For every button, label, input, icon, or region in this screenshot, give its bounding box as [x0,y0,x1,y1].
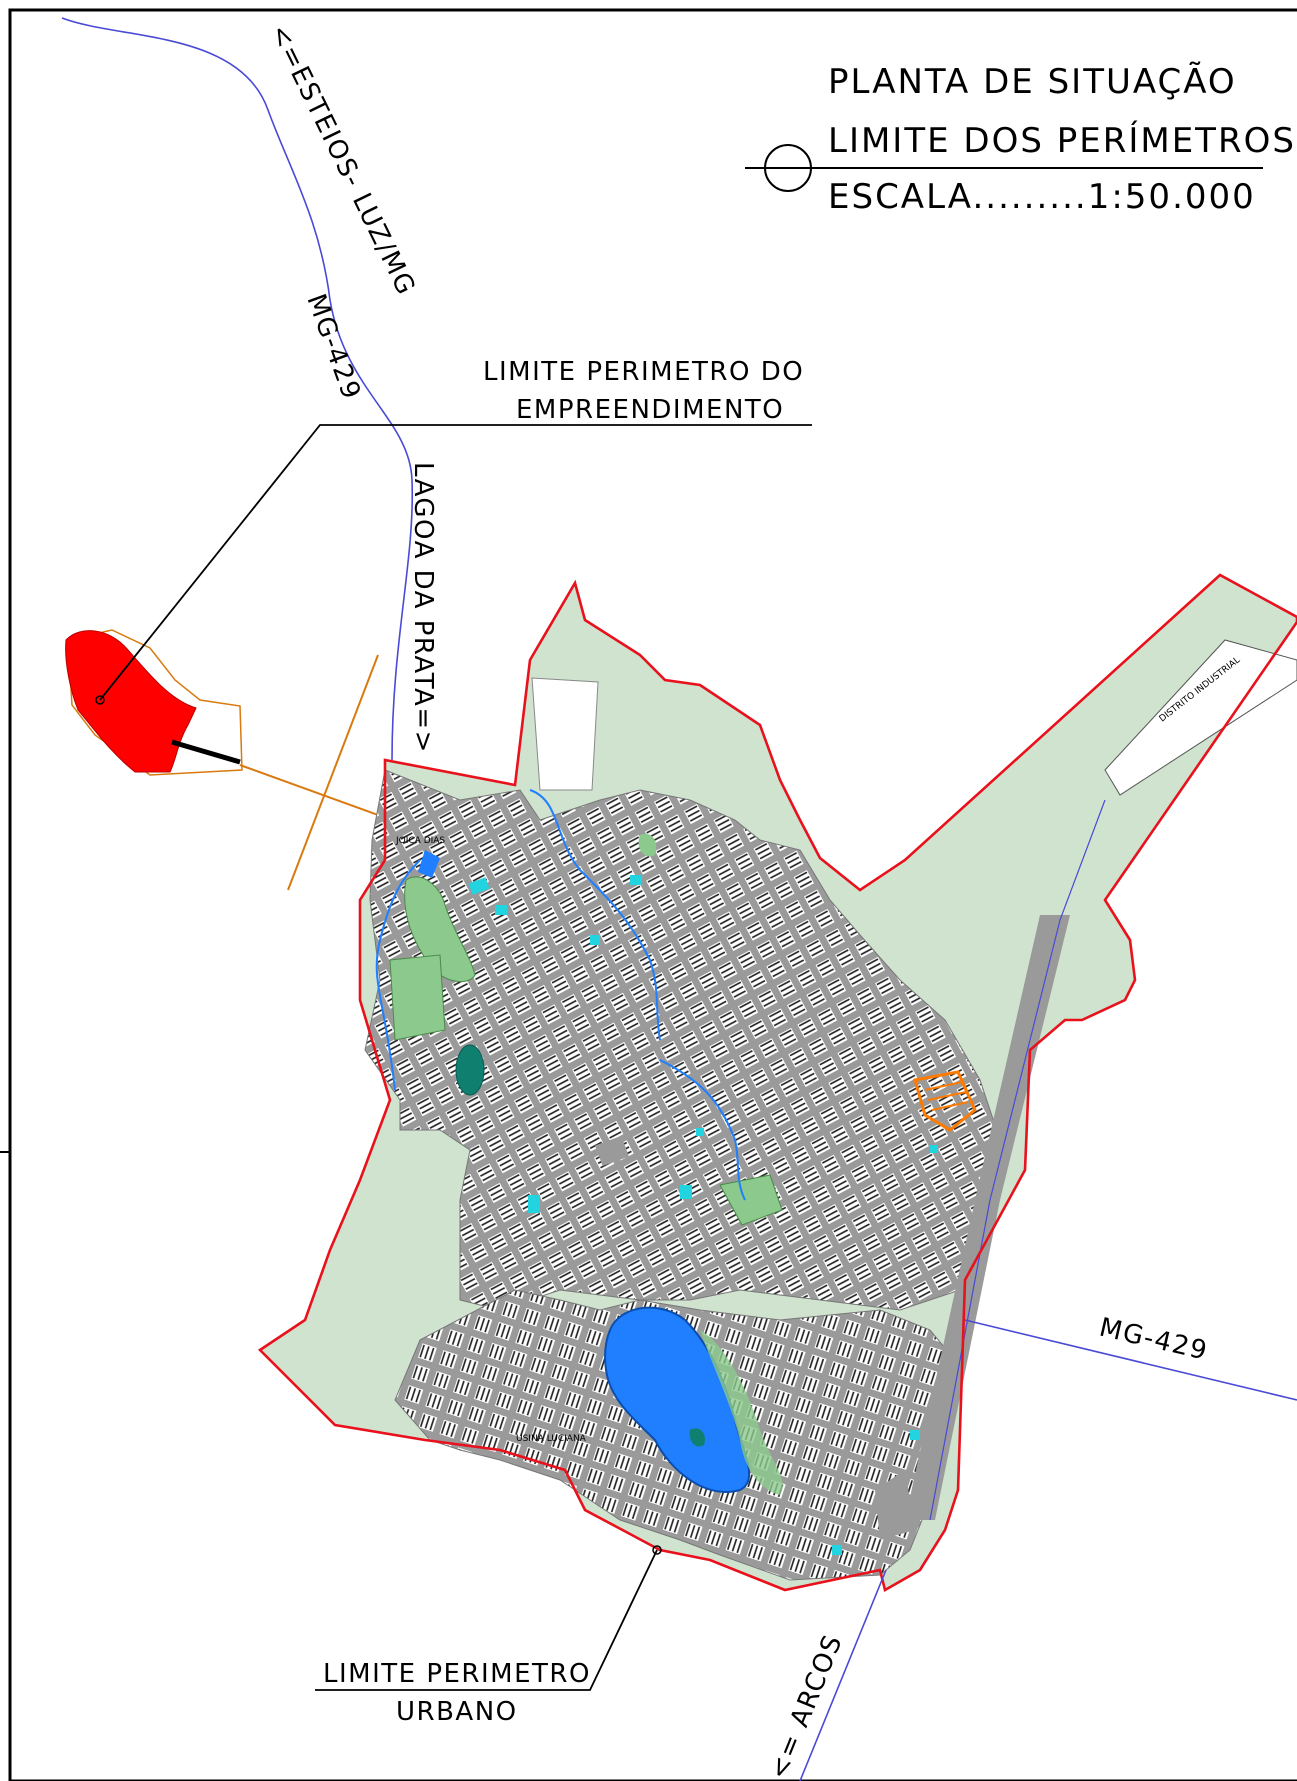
pond-west [455,1044,485,1096]
label-urbano-2: URBANO [396,1697,518,1727]
railway-line [929,799,1106,1521]
label-urbano-1: LIMITE PERIMETRO [323,1659,591,1689]
urban-perimeter [257,573,1297,1592]
urban-perimeter-marker [652,1545,662,1555]
label-road-north: <=ESTEIOS- LUZ/MG [264,20,421,301]
label-mg429-east: MG-429 [1096,1313,1211,1367]
empreendimento-leader [99,424,812,701]
title-line-1: PLANTA DE SITUAÇÃO [828,62,1237,102]
label-mg429-north: MG-429 [300,290,366,404]
access-road-cross [287,654,379,891]
label-usina: USINA LUCIANA [516,1434,587,1444]
road-east [964,1319,1297,1401]
feature-cyan-6 [680,1185,692,1199]
lake-main [604,1306,751,1493]
lake-shore-park [700,1330,783,1495]
feature-cyan-8 [832,1545,842,1555]
urban-perimeter-leader [315,1549,658,1691]
orange-subdivision [913,1070,977,1132]
empreendimento-road [171,739,241,765]
empreendimento-area [65,630,197,773]
road-south [799,1569,887,1781]
label-empreendimento-1: LIMITE PERIMETRO DO [483,357,804,387]
feature-cyan-9 [696,1128,704,1136]
feature-cyan-5 [528,1195,540,1213]
feature-cyan-7 [910,1430,920,1440]
stream-central [659,1059,746,1201]
label-arcos: <= ARCOS [764,1630,849,1781]
urban-fabric-main [364,769,1001,1311]
lake-island [689,1428,705,1447]
orange-subdivision-lots [924,1081,969,1111]
feature-cyan-2 [495,905,507,915]
distrito-industrial-area [1104,639,1297,796]
label-empreendimento-2: EMPREENDIMENTO [516,395,784,425]
gray-area-south [875,1470,915,1540]
park-central [719,1174,783,1226]
feature-cyan-1 [468,877,490,895]
label-bairro-nw: JOICA DIAS [395,836,445,846]
access-road [239,764,393,821]
label-lagoa-da-prata: LAGOA DA PRATA=> [408,462,438,754]
road-north [61,17,414,761]
feature-cyan-3 [590,935,600,945]
park-west [404,876,476,983]
stream-north [529,789,661,1041]
sheet-border [8,8,1297,1781]
feature-cyan-10 [930,1145,938,1153]
open-area-north [531,677,599,791]
empreendimento-marker [95,695,105,705]
gray-area-central [595,1135,629,1167]
park-nw [389,954,446,1041]
pond-nw [418,850,440,878]
stream-west [375,859,421,1091]
title-scale: ESCALA.........1:50.000 [828,177,1256,217]
feature-cyan-4 [630,875,642,885]
title-line-2: LIMITE DOS PERÍMETROS [828,120,1296,161]
park-north [638,833,657,857]
